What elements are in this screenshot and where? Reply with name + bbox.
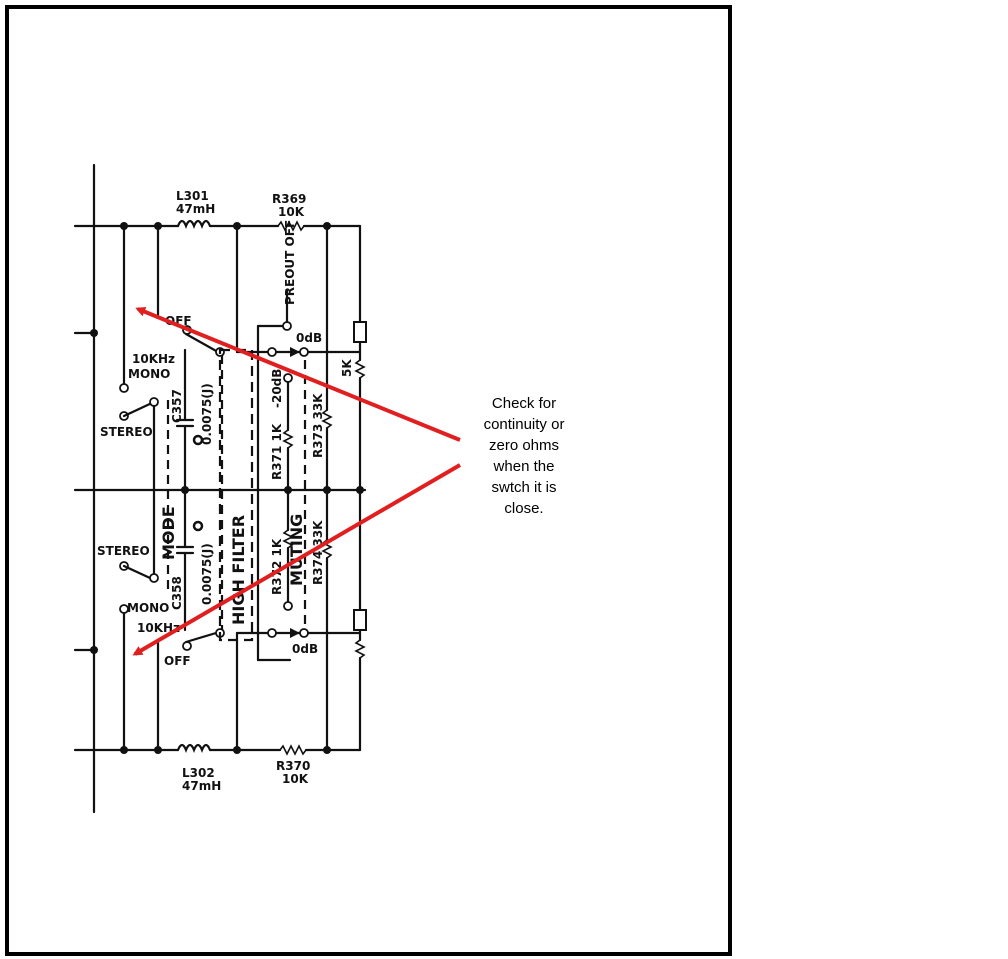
diagram-frame: [5, 5, 732, 956]
label-stereo-top: STEREO: [100, 425, 153, 439]
label-l301-name: L301: [176, 189, 209, 203]
junction: [323, 486, 331, 494]
label-l302-name: L302: [182, 766, 215, 780]
label-10khz-top: 10KHz: [132, 352, 175, 366]
polarity-mark: [192, 434, 204, 446]
terminal-bottom: [267, 628, 277, 638]
annotation-note: Check for continuity or zero ohms when t…: [483, 395, 565, 517]
terminal-minus20db: [283, 373, 293, 383]
mode-switch-blade-bottom: [122, 564, 152, 580]
inductor-l301: [176, 219, 212, 229]
label-c358: C358: [170, 576, 184, 610]
junction: [90, 329, 98, 337]
label-odb-bottom: 0dB: [292, 642, 318, 656]
label-r374: R374 33K: [311, 520, 325, 585]
polarity-mark: [192, 520, 204, 532]
label-r371: R371 1K: [270, 423, 284, 480]
terminal-mono-bottom: [119, 604, 129, 614]
junction: [181, 486, 189, 494]
label-5k: 5K: [340, 359, 354, 377]
label-r370-name: R370: [276, 759, 310, 773]
label-high-filter: HIGH FILTER: [229, 515, 248, 625]
label-cap-bottom-value: 0.0075(J): [200, 543, 214, 605]
resistor-r371: [282, 429, 294, 449]
pot-5k-bottom: [353, 609, 367, 631]
resistor-r372: [282, 529, 294, 549]
pot-5k-bottom-track: [354, 639, 366, 659]
terminal-mono-top: [119, 383, 129, 393]
label-c357: C357: [170, 389, 184, 423]
label-r369-value: 10K: [278, 205, 305, 219]
label-r369-name: R369: [272, 192, 306, 206]
terminal-off-bottom: [182, 641, 192, 651]
terminal-mode-top: [149, 397, 159, 407]
label-odb-top: 0dB: [296, 331, 322, 345]
label-l301-value: 47mH: [176, 202, 215, 216]
label-cap-top-value: 0.0075(J): [200, 383, 214, 445]
filter-switch-blade-top: [184, 332, 220, 354]
label-minus20db: -20dB: [270, 369, 284, 408]
pot-5k-top-track: [354, 359, 366, 379]
label-l302-value: 47mH: [182, 779, 221, 793]
label-preout-off: PREOUT OFF: [283, 220, 297, 305]
label-r372: R372 1K: [270, 538, 284, 595]
terminal-preout-off: [282, 321, 292, 331]
terminal-odb-bottom: [299, 628, 309, 638]
resistor-r373: [321, 409, 333, 429]
arrow-top: [290, 347, 300, 357]
annotation-arrow-top: [135, 307, 461, 442]
terminal-mode-bottom: [149, 573, 159, 583]
junction: [90, 646, 98, 654]
junction: [356, 486, 364, 494]
annotation-arrow-bottom: [132, 463, 462, 656]
label-stereo-bottom: STEREO: [97, 544, 150, 558]
label-r373: R373 33K: [311, 393, 325, 458]
label-mono-top: MONO: [128, 367, 170, 381]
pot-5k-top: [353, 321, 367, 343]
label-muting: MUTING: [287, 514, 306, 586]
label-off-bottom: OFF: [164, 654, 191, 668]
filter-switch-blade-bottom: [184, 631, 218, 644]
resistor-r370: [279, 744, 307, 756]
inductor-l302: [176, 743, 212, 753]
terminal-r372: [283, 601, 293, 611]
label-mono-bottom: MONO: [127, 601, 169, 615]
label-r370-value: 10K: [282, 772, 309, 786]
junction: [284, 486, 292, 494]
label-mode: MODE: [159, 506, 178, 560]
arrow-bottom: [290, 628, 300, 638]
terminal-top: [267, 347, 277, 357]
mode-switch-blade-top: [122, 400, 156, 418]
label-10khz-bottom: 10KHz: [137, 621, 180, 635]
resistor-r369: [277, 220, 305, 232]
terminal-odb-top: [299, 347, 309, 357]
